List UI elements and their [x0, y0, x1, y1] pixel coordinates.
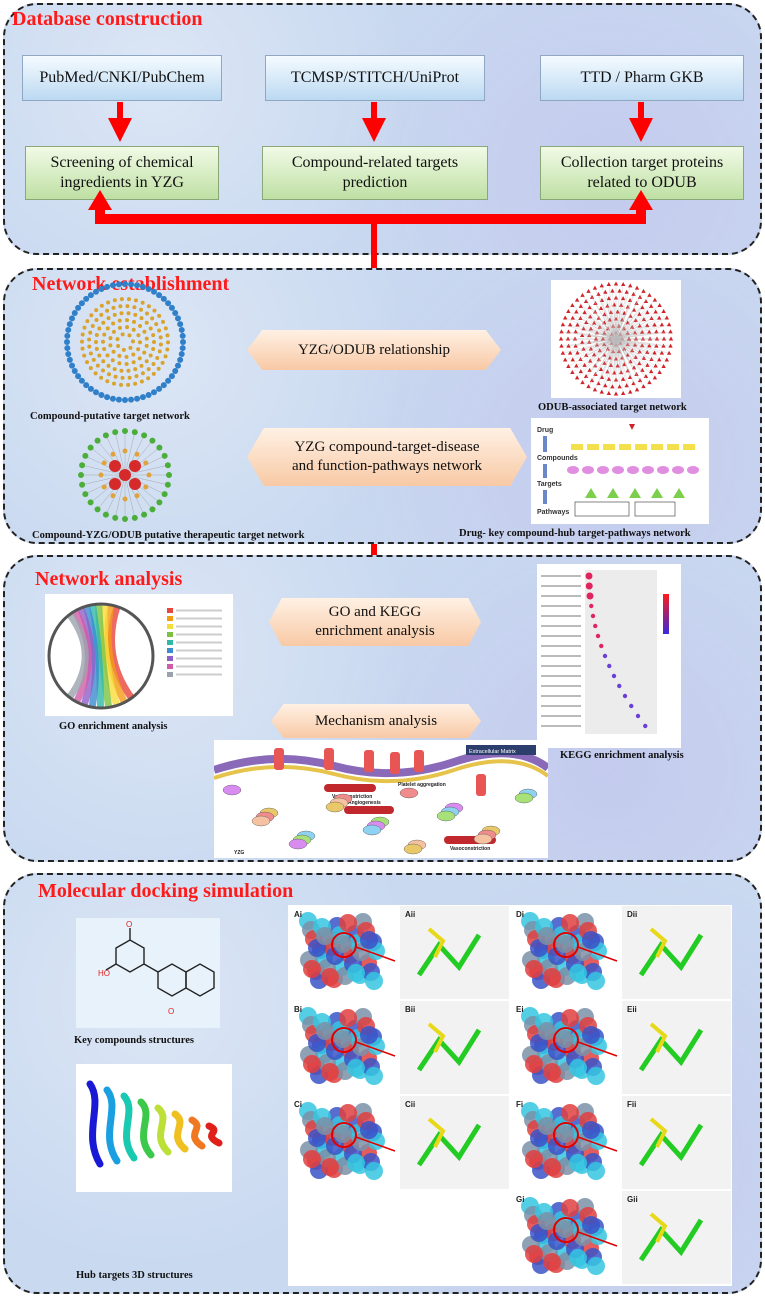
- step-collection-line1: Collection target proteins: [560, 154, 724, 171]
- kegg-enrichment-caption: KEGG enrichment analysis: [560, 750, 684, 761]
- key-compounds-caption: Key compounds structures: [74, 1035, 194, 1046]
- relationship-hex: YZG/ODUB relationship: [247, 330, 501, 370]
- drug-key-pathway-figure: Drug Compounds Targets Pathways: [531, 418, 709, 524]
- pathway-network-line2: and function-pathways network: [292, 458, 482, 474]
- step-box-collection: Collection target proteins related to OD…: [540, 146, 744, 200]
- drug-key-pathway-caption: Drug- key compound-hub target-pathways n…: [459, 528, 691, 539]
- source-box-tcmsp: TCMSP/STITCH/UniProt: [265, 55, 485, 101]
- hub-targets-caption: Hub targets 3D structures: [76, 1270, 193, 1281]
- source-box-ttd: TTD / Pharm GKB: [540, 55, 744, 101]
- hub-target-structure: [76, 1064, 232, 1192]
- extracellular-matrix-label: Extracellular Matrix: [469, 749, 516, 755]
- step-prediction-line1: Compound-related targets: [291, 154, 459, 171]
- vasoconstriction-label-1: Vasoconstriction: [332, 794, 372, 800]
- compounds-label: Compounds: [537, 455, 578, 462]
- step-box-prediction: Compound-related targets prediction: [262, 146, 488, 200]
- docking-panel-label: Aii: [405, 910, 415, 919]
- go-kegg-line1: GO and KEGG: [328, 604, 422, 621]
- step-collection-line2: related to ODUB: [587, 174, 697, 191]
- svg-text:O: O: [126, 920, 132, 929]
- pathway-network-line1: YZG compound-target-disease: [294, 439, 480, 456]
- step-box-screening: Screening of chemical ingredients in YZG: [25, 146, 219, 200]
- source-box-pubmed: PubMed/CNKI/PubChem: [22, 55, 222, 101]
- docking-panel-label: Ei: [516, 1005, 524, 1014]
- docking-panel-label: Ai: [294, 910, 302, 919]
- docking-panel-label: Fii: [627, 1100, 636, 1109]
- docking-panel-label: Gi: [516, 1195, 524, 1204]
- pathway-network-hex: YZG compound-target-disease and function…: [247, 428, 527, 486]
- therapeutic-network-figure: [75, 426, 175, 524]
- go-kegg-hex: GO and KEGG enrichment analysis: [269, 598, 481, 646]
- mechanism-diagram-figure: Extracellular Matrix Vasoconstriction Pl…: [214, 740, 548, 858]
- mechanism-hex: Mechanism analysis: [271, 704, 481, 738]
- database-construction-section: [3, 3, 762, 255]
- docking-panel-label: Gii: [627, 1195, 638, 1204]
- network-analysis-title: Network analysis: [35, 568, 183, 590]
- odub-target-network-caption: ODUB-associated target network: [538, 402, 687, 413]
- svg-text:O: O: [168, 1007, 174, 1016]
- drug-label: Drug: [537, 427, 553, 434]
- angiogenesis-label: Angiogenesis: [348, 800, 381, 806]
- docking-panel-label: Bii: [405, 1005, 415, 1014]
- go-chord-figure: [45, 594, 233, 716]
- pathways-label: Pathways: [537, 509, 569, 516]
- docking-panel-label: Fi: [516, 1100, 523, 1109]
- step-prediction-line2: prediction: [342, 174, 408, 191]
- platelet-label-1: Platelet aggregation: [398, 782, 446, 788]
- docking-panel-label: Eii: [627, 1005, 637, 1014]
- targets-label: Targets: [537, 481, 562, 488]
- go-enrichment-caption: GO enrichment analysis: [59, 721, 168, 732]
- docking-panel-label: Bi: [294, 1005, 302, 1014]
- docking-panel-label: Cii: [405, 1100, 415, 1109]
- docking-panel-label: Dii: [627, 910, 637, 919]
- yzg-label: YZG: [234, 850, 244, 856]
- svg-text:HO: HO: [98, 969, 110, 978]
- step-screening-line1: Screening of chemical: [50, 154, 194, 171]
- kegg-dotplot-figure: [537, 564, 681, 748]
- odub-target-network-figure: [551, 280, 681, 398]
- therapeutic-network-caption: Compound-YZG/ODUB putative therapeutic t…: [32, 530, 305, 541]
- docking-panel-label: Di: [516, 910, 524, 919]
- docking-title-visible: Molecular docking simulation: [38, 880, 294, 902]
- database-construction-title: Database construction: [12, 8, 203, 30]
- compound-target-network-figure: [55, 280, 195, 408]
- go-kegg-line2: enrichment analysis: [315, 623, 435, 639]
- step-screening-line2: ingredients in YZG: [60, 174, 184, 191]
- docking-panel-label: Ci: [294, 1100, 302, 1109]
- compound-target-network-caption: Compound-putative target network: [30, 411, 190, 422]
- vasoconstriction-label-2: Vasoconstriction: [450, 846, 490, 852]
- key-compound-structure: O HO O: [76, 918, 220, 1028]
